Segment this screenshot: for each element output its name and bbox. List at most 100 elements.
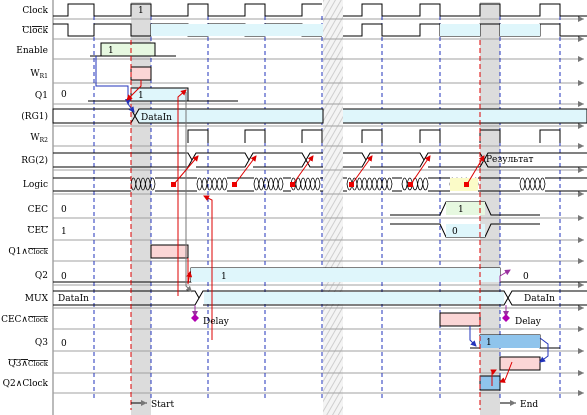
clock-complement-fill-2 — [440, 24, 480, 36]
signal-label-rg2: RG(2) — [21, 155, 48, 166]
q3-high — [480, 335, 540, 348]
q2-initial-value: 0 — [61, 272, 67, 282]
q1-high-value: 1 — [138, 91, 144, 101]
delay-end-label: Delay — [515, 317, 542, 327]
signal-label-q2_and_clk: Q2∧Clock — [3, 379, 49, 389]
logic-marker — [232, 182, 237, 187]
rg2-result-value: Результат — [486, 155, 534, 165]
causality-arrows — [95, 56, 549, 406]
logic-transition-coil — [290, 177, 321, 191]
logic-marker — [464, 182, 469, 187]
mux-final-value: DataIn — [524, 294, 555, 304]
cec-and-clkn-pulse — [439, 312, 481, 327]
signal-label-q3n_and_clkn: Q3∧Clock — [8, 359, 48, 369]
logic-marker — [349, 182, 354, 187]
logic-transition-coil — [519, 177, 546, 191]
delay-marker-end — [502, 314, 510, 322]
q3-high-value: 1 — [486, 338, 492, 348]
logic-waveform — [53, 177, 587, 192]
value-labels: 1 1 0 1 DataIn Результат 0 1 1 0 0 1 0 D… — [58, 6, 555, 410]
arrow-cec-q3 — [469, 326, 477, 347]
logic-transition-coil — [253, 177, 284, 191]
arrow-q2-to-mux — [185, 92, 193, 293]
delay-marker-start — [191, 314, 199, 322]
q2-high-value: 1 — [221, 272, 227, 282]
q2-and-clk-pulse — [479, 375, 501, 391]
delay-start-label: Delay — [203, 317, 230, 327]
q2-final-value: 0 — [523, 272, 529, 282]
enable-pulse — [100, 42, 156, 57]
signal-label-q2: Q2 — [35, 271, 48, 281]
signal-label-q1_and_clkn: Q1∧Clock — [8, 247, 48, 257]
logic-event-markers — [171, 182, 469, 187]
end-highlight-column — [480, 2, 500, 415]
arrow-enable-to-q1 — [95, 56, 131, 105]
signal-label-rg1: (RG1) — [21, 111, 48, 122]
mux-initial-value: DataIn — [58, 294, 89, 304]
cec-complement-low-value: 0 — [452, 227, 458, 237]
signal-label-cec_and_clkn: CEC∧Clock — [1, 315, 49, 325]
signal-label-enable: Enable — [16, 46, 48, 56]
signal-label-clock: Clock — [22, 6, 48, 16]
wr2-waveform — [187, 129, 561, 143]
rg1-data-2 — [343, 108, 587, 124]
mux-waveform — [53, 290, 587, 306]
signal-label-q1: Q1 — [35, 91, 48, 101]
row-baselines — [53, 16, 584, 396]
logic-marker — [171, 182, 176, 187]
arrow-wr1-to-q1 — [126, 80, 142, 101]
signal-label-wr1: WR1 — [30, 69, 48, 80]
time-break — [323, 0, 343, 415]
rg1-waveform — [52, 108, 136, 124]
q1-initial-value: 0 — [61, 90, 67, 100]
signal-label-clock_n: Clock — [22, 26, 48, 36]
cec-complement-initial-value: 1 — [61, 227, 67, 237]
cec-initial-value: 0 — [61, 205, 67, 215]
q1-and-clkn-pulse — [150, 244, 189, 259]
arrow-q2-end — [499, 269, 511, 282]
clock-pulse-value: 1 — [138, 6, 144, 16]
q2-high — [191, 268, 500, 282]
signal-label-q3: Q3 — [35, 338, 48, 348]
signal-label-cec_n: CEC — [28, 226, 48, 236]
end-label: End — [520, 400, 538, 410]
logic-event-arrows — [173, 155, 431, 185]
arrow-q1-to-rg1 — [127, 103, 135, 113]
signal-label-wr2: WR2 — [30, 133, 48, 144]
rg1-data — [134, 108, 324, 124]
arrow-q2clk-to-q2 — [490, 369, 497, 386]
waveforms — [52, 3, 587, 391]
arrow-q3-feedback — [539, 337, 549, 363]
arrow-logic-feedback — [203, 195, 213, 340]
rg1-value: DataIn — [141, 113, 172, 123]
logic-event-arrow — [234, 155, 257, 185]
start-label: Start — [151, 400, 174, 410]
arrow-logic-result — [465, 155, 485, 187]
logic-transition-coil — [196, 177, 228, 191]
logic-transition-coil — [130, 177, 156, 191]
clock-complement-fill-3 — [500, 24, 540, 36]
logic-event-arrow — [173, 155, 199, 185]
start-highlight-column — [131, 2, 151, 415]
logic-event-arrow — [351, 155, 373, 185]
cec-complement-low — [446, 224, 485, 237]
wr1-pulse — [130, 66, 152, 81]
arrow-q1-to-q2 — [186, 258, 193, 285]
cec-high — [446, 202, 485, 215]
logic-transition-coil — [401, 177, 429, 191]
logic-marker — [408, 182, 413, 187]
signal-labels: ClockClockEnableWR1Q1(RG1)WR2RG(2)LogicC… — [1, 6, 49, 389]
arrow-q1-start — [177, 89, 187, 296]
logic-event-arrow — [410, 155, 431, 185]
clock-complement-fill-1 — [151, 24, 323, 36]
signal-label-mux: MUX — [25, 294, 49, 304]
clock-waveform — [53, 3, 587, 17]
delay-markers — [191, 314, 510, 322]
arrow-q3-to-q3n — [499, 361, 513, 383]
logic-marker — [290, 182, 295, 187]
cec-high-value: 1 — [458, 205, 464, 215]
q3n-and-clkn-pulse — [499, 356, 541, 371]
logic-event-arrow — [292, 155, 314, 185]
